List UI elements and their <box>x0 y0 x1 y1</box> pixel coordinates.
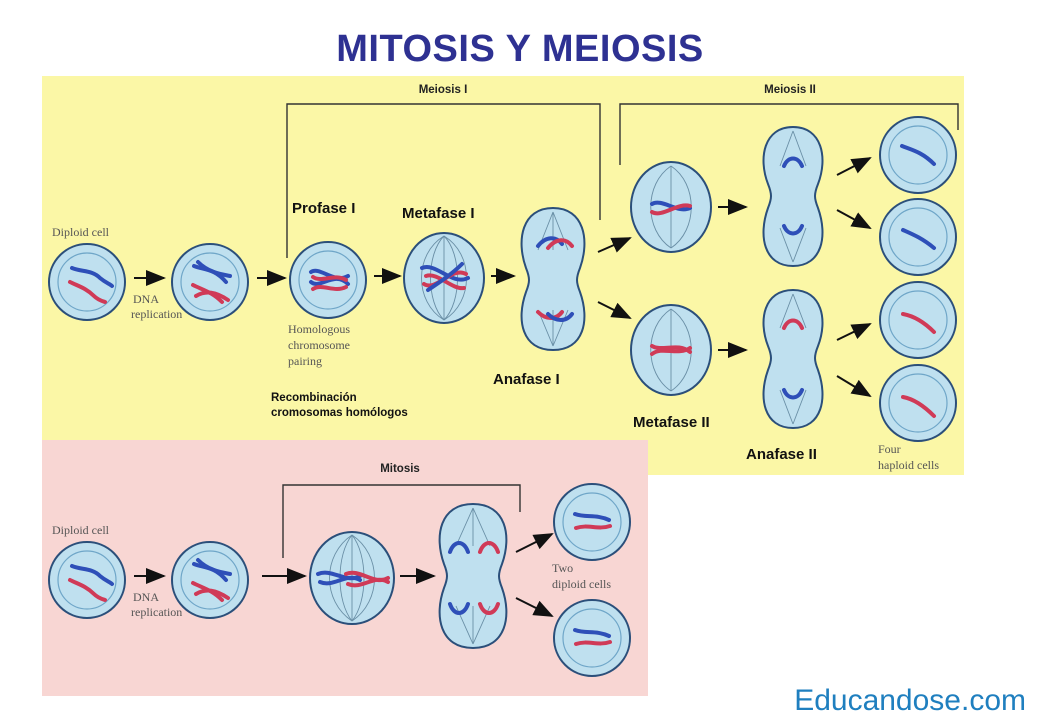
haploid-cell-3 <box>879 281 957 359</box>
meiosis-replication-label: replication <box>131 307 182 321</box>
homologous-label-1: Homologous <box>288 322 350 336</box>
meiosis-i-bracket <box>286 103 601 258</box>
mitosis-bracket <box>282 484 521 558</box>
haploid-cell-1 <box>879 116 957 194</box>
mitosis-metaphase-cell <box>309 531 395 625</box>
anafase-ii-cell-bottom <box>762 288 824 430</box>
metafase-i-label: Metafase I <box>402 205 475 222</box>
mitosis-anaphase-cell <box>438 502 508 650</box>
recombinacion-label-1: Recombinación <box>271 392 357 404</box>
metafase-i-cell <box>403 232 485 324</box>
anafase-ii-label: Anafase II <box>746 446 817 463</box>
anafase-i-label: Anafase I <box>493 371 560 388</box>
meiosis-ii-bracket <box>619 103 959 165</box>
mitosis-label: Mitosis <box>380 463 420 475</box>
diploid-daughter-cell-1 <box>553 483 631 561</box>
mitosis-replication-label: replication <box>131 605 182 619</box>
anafase-ii-cell-top <box>762 125 824 268</box>
two-diploid-label-1: Two <box>552 561 573 575</box>
watermark: Educandose.com <box>794 684 1026 717</box>
mitosis-replicated-cell <box>171 541 249 619</box>
page-title: MITOSIS Y MEIOSIS <box>336 28 704 70</box>
haploid-cell-4 <box>879 364 957 442</box>
meiosis-i-label: Meiosis I <box>419 84 468 96</box>
meiosis-diploid-cell <box>48 243 126 321</box>
profase-i-label: Profase I <box>292 200 355 217</box>
meiosis-arrows <box>134 157 872 398</box>
homologous-label-2: chromosome <box>288 338 350 352</box>
homologous-label-3: pairing <box>288 354 322 368</box>
mitosis-diploid-cell-label: Diploid cell <box>52 523 110 537</box>
metafase-ii-label: Metafase II <box>633 414 710 431</box>
meiosis-ii-label: Meiosis II <box>764 84 816 96</box>
metafase-ii-cell-top <box>630 161 712 253</box>
haploid-cell-2 <box>879 198 957 276</box>
mitosis-arrows <box>134 533 554 617</box>
diploid-daughter-cell-2 <box>553 599 631 677</box>
mitosis-dna-label: DNA <box>133 590 159 604</box>
two-diploid-label-2: diploid cells <box>552 577 611 591</box>
metafase-ii-cell-bottom <box>630 304 712 396</box>
meiosis-replicated-cell <box>171 243 249 321</box>
recombinacion-label-2: cromosomas homólogos <box>271 407 408 419</box>
four-haploid-label-2: haploid cells <box>878 458 939 472</box>
mitosis-diploid-cell <box>48 541 126 619</box>
profase-i-cell <box>289 241 367 319</box>
anafase-i-cell <box>520 206 586 352</box>
meiosis-dna-label: DNA <box>133 292 159 306</box>
four-haploid-label-1: Four <box>878 442 901 456</box>
meiosis-diploid-cell-label: Diploid cell <box>52 225 110 239</box>
